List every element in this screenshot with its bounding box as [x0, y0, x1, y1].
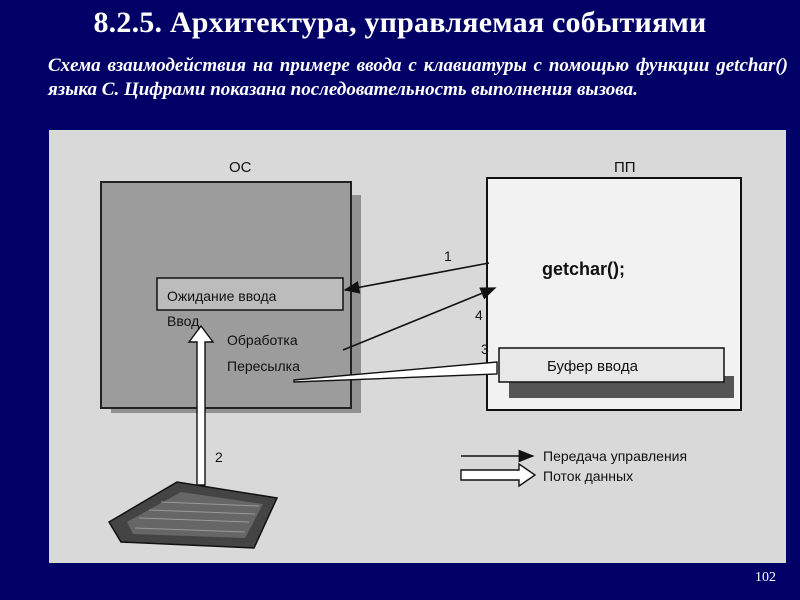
step-4-label: 4 [475, 307, 483, 323]
interaction-diagram: ОС ПП getchar(); Буфер ввода Ожидание вв… [100, 159, 742, 549]
page-number: 102 [755, 570, 776, 585]
slide-title: 8.2.5. Архитектура, управляемая событиям… [93, 6, 707, 39]
forwarding-label: Пересылка [227, 358, 300, 374]
input-label: Ввод [167, 313, 199, 329]
arrow-step-2 [187, 324, 215, 486]
step-3-label: 3 [481, 341, 489, 357]
waiting-label: Ожидание ввода [167, 288, 277, 304]
getchar-label: getchar(); [542, 259, 625, 279]
processing-label: Обработка [227, 332, 298, 348]
diagram-figure: ОС ПП getchar(); Буфер ввода Ожидание вв… [49, 130, 786, 563]
legend-control-label: Передача управления [543, 448, 687, 464]
app-label: ПП [614, 159, 636, 176]
slide-caption: Схема взаимодействия на примере ввода с … [48, 55, 788, 100]
waiting-box [156, 277, 344, 311]
arrow-step-3 [293, 361, 498, 383]
input-buffer-box [498, 347, 725, 383]
keyboard-icon [107, 481, 279, 549]
input-buffer-label: Буфер ввода [547, 358, 639, 375]
arrow-step-1 [343, 262, 490, 294]
step-2-label: 2 [215, 449, 223, 465]
step-1-label: 1 [444, 248, 452, 264]
arrow-step-4 [342, 287, 497, 351]
legend-data-label: Поток данных [543, 468, 633, 484]
legend-data-arrow [460, 462, 537, 488]
os-label: ОС [229, 159, 252, 176]
